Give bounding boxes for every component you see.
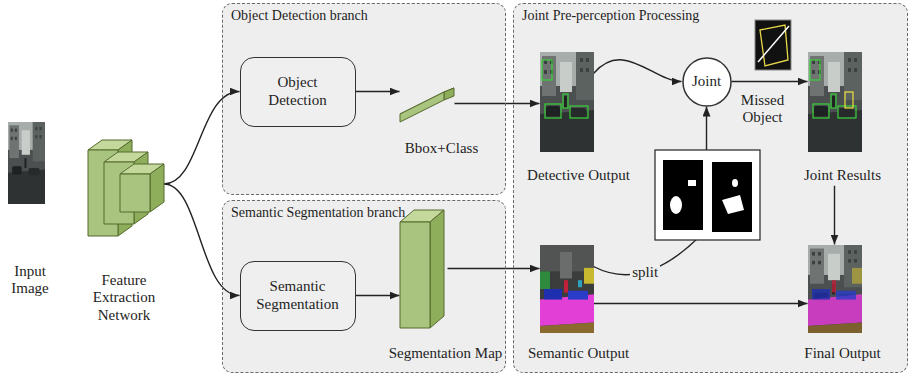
connector-arrow xyxy=(356,91,400,92)
image-result: Final Output xyxy=(795,245,891,364)
image-area xyxy=(540,52,594,152)
caption-label: Segmentation Map xyxy=(388,345,504,362)
caption-label: Input Image xyxy=(2,263,58,298)
image-area xyxy=(400,88,455,120)
image-area xyxy=(808,245,862,333)
final-photo xyxy=(808,245,862,333)
input-photo xyxy=(8,122,45,204)
missed-inset xyxy=(755,20,791,70)
connector-arrow xyxy=(455,103,540,104)
segmentation-map: Segmentation Map xyxy=(388,207,504,364)
detection-photo xyxy=(540,52,594,152)
feature-blocks xyxy=(88,140,164,236)
bbox-output: Bbox+Class xyxy=(392,84,492,159)
caption-label: Detective Output xyxy=(518,167,640,184)
process-box: Object Detection xyxy=(240,57,356,127)
connector-arrow xyxy=(356,295,400,296)
caption-label: Feature Extraction Network xyxy=(76,272,172,324)
image-area xyxy=(400,210,448,328)
caption-label: Semantic Output xyxy=(518,345,640,362)
image-result: Joint Results xyxy=(795,52,891,186)
panel-title: Object Detection branch xyxy=(231,8,368,24)
caption-label: Joint Results xyxy=(795,167,891,184)
panel-ground xyxy=(222,3,506,195)
image-area xyxy=(8,122,45,204)
connector-arrow xyxy=(448,268,540,269)
semantic-photo xyxy=(540,245,594,333)
segmentation-slab xyxy=(400,210,444,328)
edge-label: split xyxy=(630,264,660,281)
panel-ground xyxy=(513,3,908,373)
box-label: Semantic Segmentation xyxy=(249,278,347,313)
connector-arrow xyxy=(594,107,707,275)
panel-title: Semantic Segmentation branch xyxy=(231,205,405,221)
panel-title: Joint Pre-perception Processing xyxy=(522,8,699,24)
connector-arrow xyxy=(834,186,835,245)
image-area xyxy=(540,245,594,333)
missed-object: Missed Object xyxy=(733,20,793,129)
connector-arrow xyxy=(594,60,682,82)
joint-circle: Joint xyxy=(682,57,732,107)
box-label: Object Detection xyxy=(249,74,347,109)
connector-arrow xyxy=(594,303,808,304)
connector-arrow xyxy=(164,92,240,185)
box-label: Joint xyxy=(692,73,721,90)
image-result: Detective Output xyxy=(518,52,640,186)
caption-label: Final Output xyxy=(795,345,891,362)
feature-network: Feature Extraction Network xyxy=(76,125,172,326)
image-result: Semantic Output xyxy=(518,245,640,364)
joint-photo xyxy=(808,52,862,152)
connector-arrow xyxy=(732,81,808,82)
panel-ground xyxy=(222,200,506,373)
processing-panel: Joint Pre-perception ProcessingDetective… xyxy=(513,3,908,373)
split-masks xyxy=(655,150,760,240)
branch-panel: Object Detection branchObject DetectionB… xyxy=(222,3,506,195)
branch-panel: Semantic Segmentation branchSemantic Seg… xyxy=(222,200,506,373)
process-box: Semantic Segmentation xyxy=(240,261,356,331)
caption-label: Missed Object xyxy=(733,92,793,127)
image-area xyxy=(755,20,791,70)
image-area xyxy=(808,52,862,152)
caption-label: Bbox+Class xyxy=(392,140,492,157)
image-area xyxy=(86,130,164,238)
bbox-bar xyxy=(400,88,454,122)
input-image: Input Image xyxy=(2,122,58,300)
